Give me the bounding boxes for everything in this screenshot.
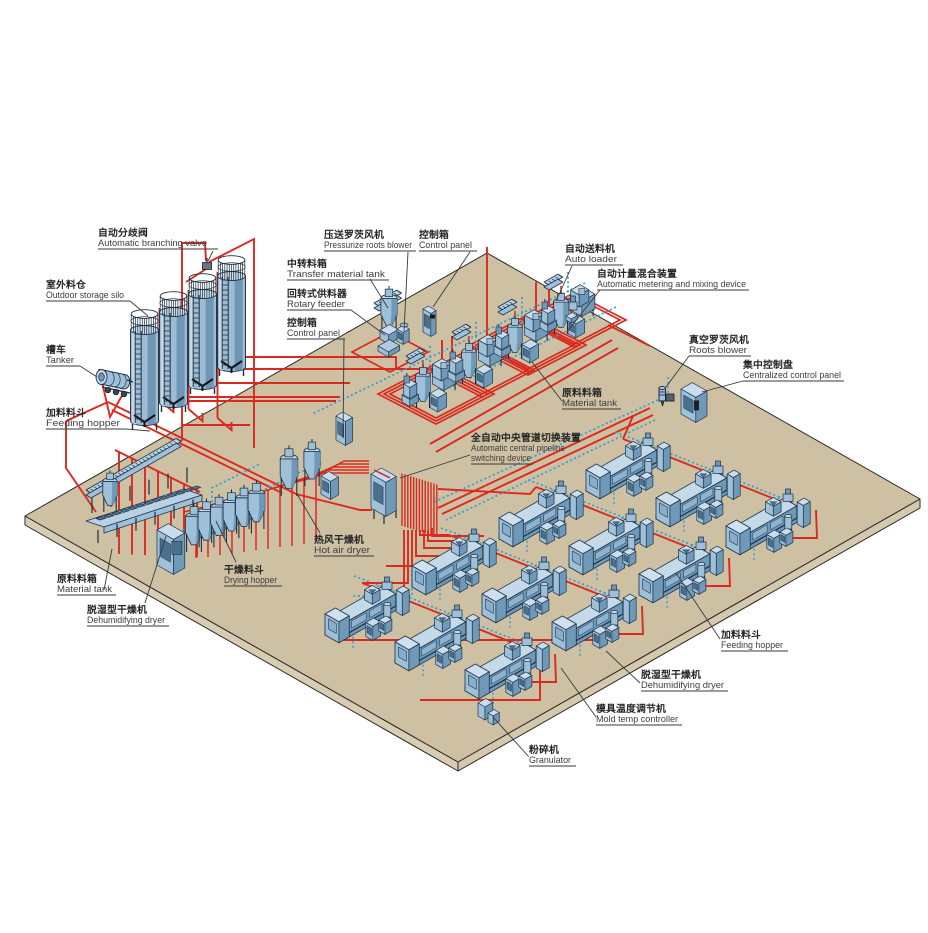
svg-text:Material tank: Material tank	[562, 398, 617, 409]
svg-text:Auto loader: Auto loader	[565, 254, 617, 265]
svg-text:脱湿型干燥机: 脱湿型干燥机	[87, 603, 147, 616]
svg-text:Automatic branching valve: Automatic branching valve	[98, 238, 207, 249]
svg-text:switching device: switching device	[471, 453, 531, 464]
svg-text:Outdoor storage silo: Outdoor storage silo	[46, 290, 124, 301]
svg-text:Dehumidifying dryer: Dehumidifying dryer	[87, 615, 165, 626]
svg-text:Feeding hopper: Feeding hopper	[721, 640, 783, 651]
svg-text:控制箱: 控制箱	[419, 228, 449, 241]
svg-text:模具温度调节机: 模具温度调节机	[596, 702, 666, 715]
svg-text:Mold temp controller: Mold temp controller	[596, 714, 678, 725]
svg-text:中转料箱: 中转料箱	[287, 257, 327, 270]
svg-text:Material tank: Material tank	[57, 584, 112, 595]
svg-text:槽车: 槽车	[46, 343, 66, 356]
svg-text:粉碎机: 粉碎机	[529, 743, 559, 756]
svg-text:Rotary feeder: Rotary feeder	[287, 299, 345, 310]
svg-text:Centralized control panel: Centralized control panel	[743, 370, 841, 381]
svg-text:加料料斗: 加料料斗	[720, 628, 761, 641]
svg-text:Hot air dryer: Hot air dryer	[314, 545, 370, 556]
svg-text:自动分歧阀: 自动分歧阀	[98, 226, 148, 239]
svg-text:Control panel: Control panel	[287, 328, 340, 339]
svg-text:Control panel: Control panel	[419, 240, 472, 251]
svg-text:Pressurize roots blower: Pressurize roots blower	[324, 240, 412, 251]
svg-text:压送罗茨风机: 压送罗茨风机	[324, 228, 384, 241]
svg-text:Automatic metering and mixing: Automatic metering and mixing device	[597, 279, 746, 290]
svg-text:Feeding hopper: Feeding hopper	[46, 418, 120, 429]
svg-text:自动计量混合装置: 自动计量混合装置	[597, 267, 677, 280]
svg-text:Drying hopper: Drying hopper	[224, 575, 277, 586]
svg-text:Automatic central pipeline: Automatic central pipeline	[471, 443, 565, 454]
svg-text:原料料箱: 原料料箱	[57, 572, 97, 585]
svg-text:Granulator: Granulator	[529, 755, 571, 766]
svg-text:加料料斗: 加料料斗	[45, 406, 86, 419]
svg-text:热风干燥机: 热风干燥机	[314, 533, 364, 546]
svg-text:原料料箱: 原料料箱	[562, 386, 602, 399]
svg-text:干燥料斗: 干燥料斗	[224, 563, 264, 576]
svg-text:真空罗茨风机: 真空罗茨风机	[689, 333, 749, 346]
svg-text:回转式供料器: 回转式供料器	[287, 287, 347, 300]
svg-text:自动送料机: 自动送料机	[565, 242, 615, 255]
svg-text:室外料仓: 室外料仓	[46, 278, 86, 291]
svg-text:Dehumidifying dryer: Dehumidifying dryer	[641, 680, 724, 691]
svg-text:控制箱: 控制箱	[287, 316, 317, 329]
svg-text:Roots blower: Roots blower	[689, 345, 747, 356]
svg-text:Tanker: Tanker	[46, 355, 74, 366]
svg-text:脱湿型干燥机: 脱湿型干燥机	[641, 668, 701, 681]
svg-text:Transfer material tank: Transfer material tank	[287, 269, 385, 280]
svg-text:集中控制盘: 集中控制盘	[742, 358, 793, 371]
svg-text:全自动中央管道切换装置: 全自动中央管道切换装置	[470, 431, 581, 444]
